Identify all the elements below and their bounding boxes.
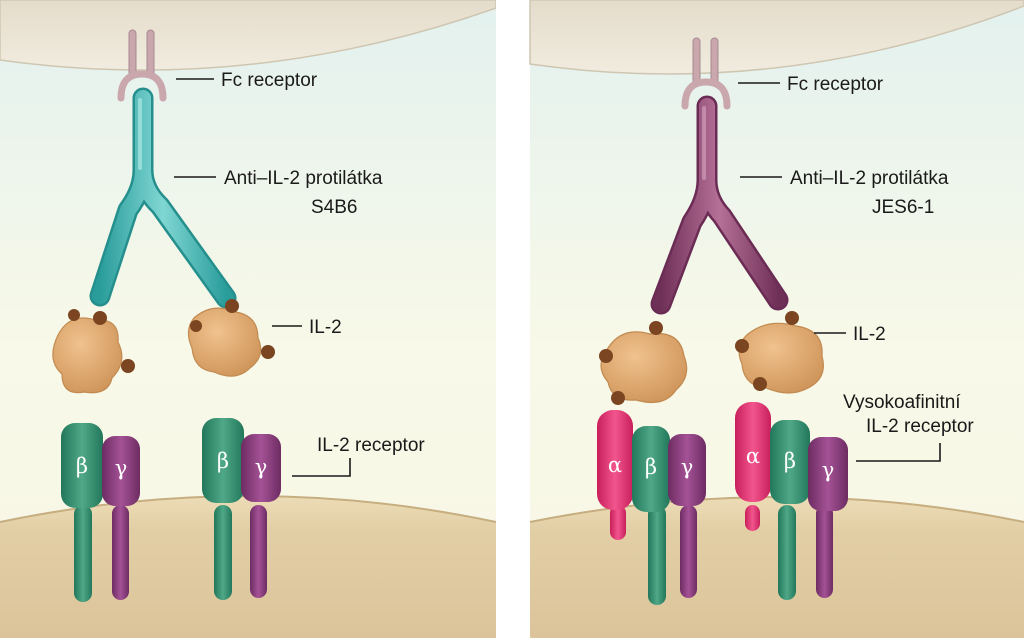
left-fc-receptor-label: Fc receptor (221, 70, 318, 91)
right-il2-molecule-1 (599, 321, 688, 405)
right-alpha-chain-1 (597, 410, 633, 510)
right-il2-label: IL-2 (853, 324, 886, 345)
left-il2-label: IL-2 (309, 317, 342, 338)
right-top-cell (529, 0, 1024, 75)
right-bottom-cell (530, 497, 1024, 638)
right-gamma-label-1: γ (681, 455, 694, 479)
left-antibody-s4b6 (89, 87, 237, 309)
right-antibody-label: Anti–IL-2 protilátka (790, 168, 949, 189)
left-il2-molecule-2 (187, 299, 275, 377)
right-receptor-label-line1: Vysokoafinitní (843, 392, 961, 413)
left-top-cell (0, 0, 497, 71)
right-alpha-chain-2 (735, 402, 771, 502)
left-beta-chain-2 (202, 418, 244, 503)
right-gamma-label-2: γ (822, 458, 835, 482)
right-receptor-leader (856, 443, 941, 462)
left-beta-chain-1 (61, 423, 103, 508)
right-panel: α β γ α β γ Fc receptor Anti–IL-2 protil… (529, 0, 1024, 638)
left-antibody-name: S4B6 (311, 197, 357, 218)
left-gamma-label-2: γ (255, 455, 268, 479)
right-fc-receptor-label: Fc receptor (787, 74, 884, 95)
left-gamma-chain-1 (102, 436, 140, 506)
panel-divider (496, 0, 530, 638)
right-alpha-label-2: α (746, 444, 760, 468)
left-receptor-leader (292, 458, 351, 477)
left-panel: β γ β γ Fc receptor Anti–IL-2 protilátka… (0, 0, 497, 638)
left-beta-label-2: β (217, 449, 229, 473)
left-il2-molecule-1 (52, 309, 135, 394)
left-fc-receptor (117, 29, 167, 102)
right-beta-label-2: β (784, 449, 796, 473)
right-antibody-name: JES6-1 (872, 197, 934, 218)
right-gamma-chain-2 (808, 437, 848, 511)
right-receptor-complex-2: α β γ (735, 402, 848, 600)
right-beta-chain-2 (770, 420, 810, 504)
right-antibody-jes6-1 (650, 95, 789, 315)
right-beta-chain-1 (632, 426, 670, 512)
right-receptor-label-line2: IL-2 receptor (866, 416, 974, 437)
left-receptor-complex-2: β γ (202, 418, 281, 600)
right-alpha-label-1: α (608, 453, 622, 477)
left-receptor-label: IL-2 receptor (317, 435, 425, 456)
right-beta-label-1: β (645, 455, 657, 479)
left-gamma-chain-2 (241, 434, 281, 502)
left-antibody-label: Anti–IL-2 protilátka (224, 168, 383, 189)
right-fc-receptor (681, 37, 731, 110)
left-beta-label-1: β (76, 454, 88, 478)
right-receptor-complex-1: α β γ (597, 410, 706, 605)
right-gamma-chain-1 (668, 434, 706, 506)
right-il2-molecule-2 (735, 311, 824, 394)
left-receptor-complex-1: β γ (61, 423, 140, 602)
left-gamma-label-1: γ (115, 456, 128, 480)
